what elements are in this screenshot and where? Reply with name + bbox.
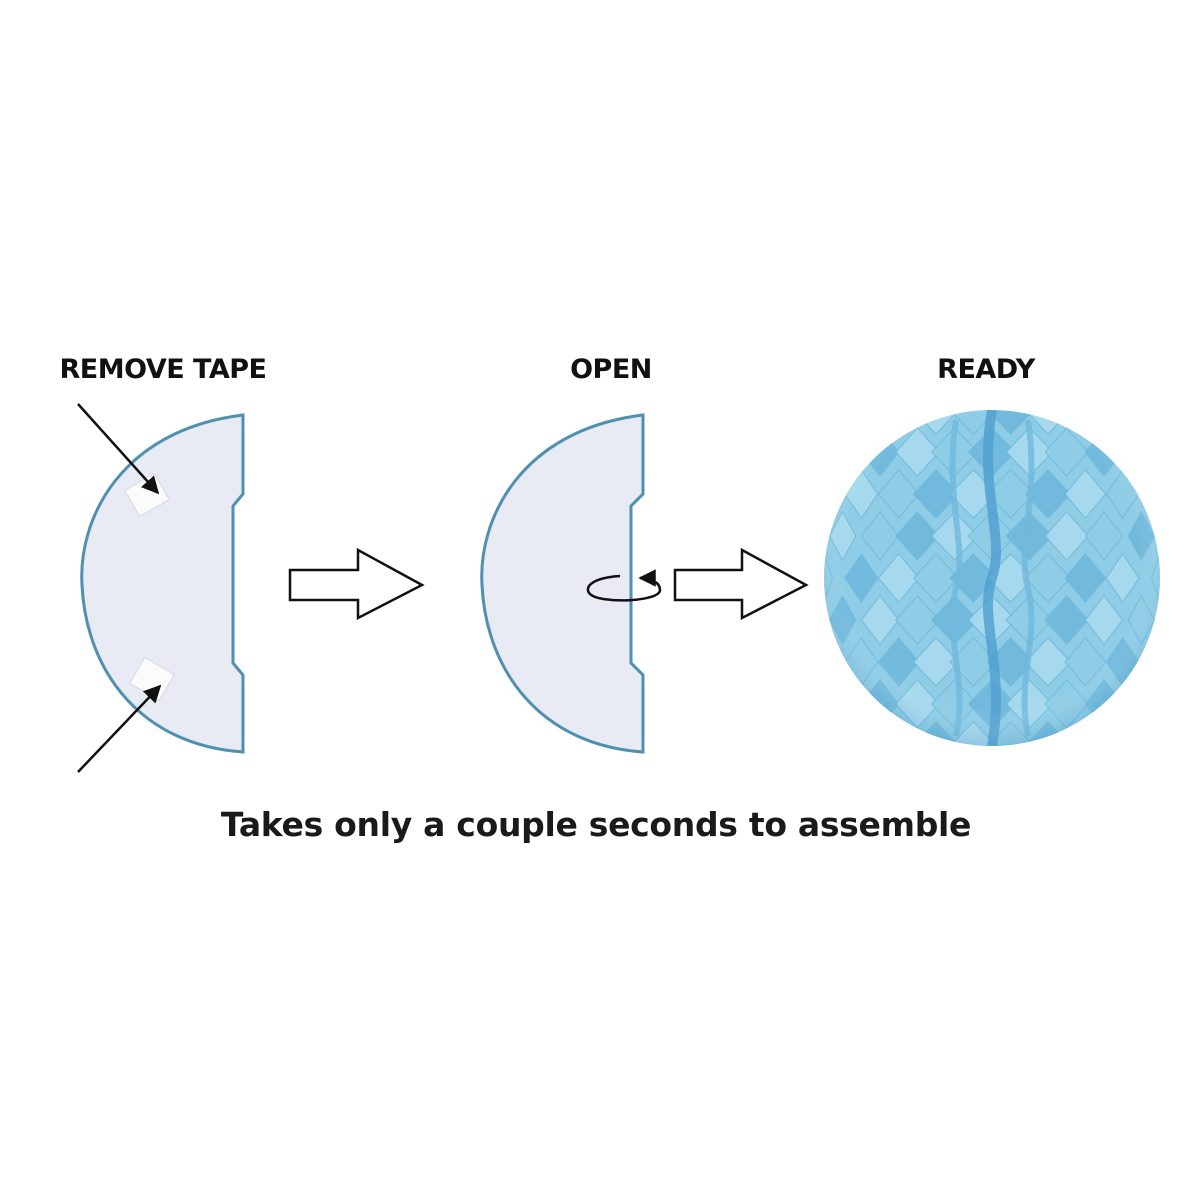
honeycomb-cell xyxy=(1151,410,1160,436)
block-arrow-right-icon xyxy=(673,547,809,621)
honeycomb-cell xyxy=(824,720,833,746)
step-label-open: OPEN xyxy=(570,354,652,385)
open-half xyxy=(480,413,662,754)
honeycomb-cell xyxy=(778,386,795,434)
honeycomb-cell xyxy=(824,410,833,436)
honeycomb-cell xyxy=(1151,720,1160,746)
step-label-ready: READY xyxy=(937,354,1036,385)
honeycomb-cell xyxy=(877,410,920,435)
honeycomb-cell xyxy=(1105,410,1140,436)
honeycomb-cell xyxy=(1064,721,1107,746)
honeycomb-cell xyxy=(797,596,814,644)
honeycomb-cell xyxy=(1064,410,1107,435)
honeycomb-cell xyxy=(1170,344,1187,392)
open-half-shape xyxy=(480,413,645,754)
step-label-remove-tape: REMOVE TAPE xyxy=(59,354,266,385)
honeycomb-cell xyxy=(797,344,814,392)
honeycomb-cell xyxy=(1105,720,1140,746)
honeycomb-cell xyxy=(829,678,857,730)
honeycomb-cell xyxy=(778,470,795,518)
honeycomb-cell xyxy=(778,638,795,686)
honeycomb-cell xyxy=(778,722,795,770)
honeycomb-cell xyxy=(1085,344,1122,392)
honeycomb-cell xyxy=(1170,680,1187,728)
honeycomb-cell xyxy=(1170,428,1187,476)
honeycomb-cell xyxy=(861,344,898,392)
honeycomb-cell xyxy=(844,720,879,746)
block-arrow-right-icon xyxy=(288,547,425,621)
folded-half-with-tape xyxy=(77,403,245,773)
honeycomb-cell xyxy=(1170,512,1187,560)
pointer-arrow-icon xyxy=(77,684,162,773)
honeycomb-cell xyxy=(1127,678,1155,730)
honeycomb-cell xyxy=(824,636,833,688)
assembly-caption: Takes only a couple seconds to assemble xyxy=(221,805,971,844)
honeycomb-cell xyxy=(829,426,857,478)
honeycomb-cell xyxy=(896,344,939,392)
honeycomb-cell xyxy=(830,344,856,392)
honeycomb-cell xyxy=(1127,426,1155,478)
honeycomb-cell xyxy=(1151,636,1160,688)
honeycomb-cell xyxy=(1128,344,1154,392)
rotate-arrow-icon xyxy=(586,569,662,602)
honeycomb-cell xyxy=(797,428,814,476)
honeycomb-cell xyxy=(844,410,879,436)
honeycomb-cell xyxy=(1170,596,1187,644)
honeycomb-cell xyxy=(1045,344,1088,392)
honeycomb-cell xyxy=(824,468,833,520)
pointer-arrow-icon xyxy=(77,403,160,495)
honeycomb-cell xyxy=(1151,468,1160,520)
folded-half-shape xyxy=(80,413,245,754)
honeycomb-cell xyxy=(797,680,814,728)
honeycomb-ball xyxy=(778,344,1187,770)
honeycomb-cell xyxy=(797,512,814,560)
honeycomb-cell xyxy=(877,721,920,746)
